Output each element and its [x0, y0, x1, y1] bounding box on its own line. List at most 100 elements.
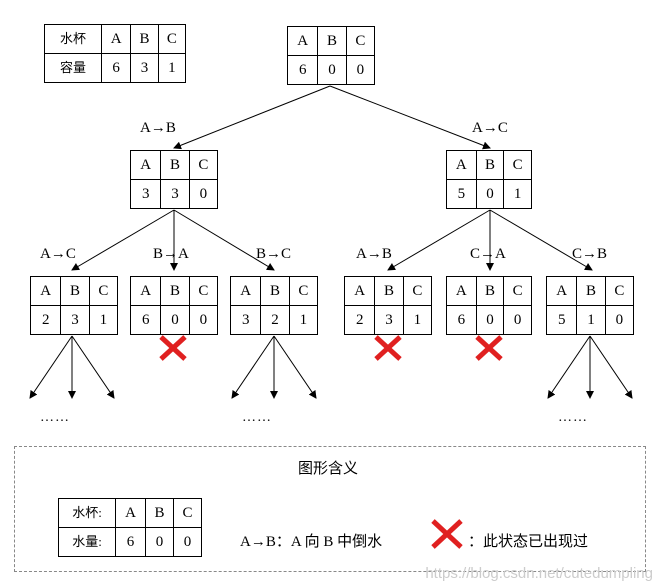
col-a: A: [545, 276, 578, 306]
val-c: 0: [345, 55, 376, 85]
val-a: 3: [129, 179, 162, 209]
col-b: B: [317, 26, 347, 56]
col-b: B: [160, 276, 190, 306]
val-a: 3: [229, 305, 262, 335]
val-c: 0: [604, 305, 635, 335]
capacity-table: 水杯 A B C 容量 6 3 1: [44, 24, 187, 83]
legend-pour-text: A→B：A 向 B 中倒水: [240, 534, 383, 550]
col-c: C: [345, 26, 376, 56]
capacity-a: 6: [100, 53, 132, 83]
legend-table-header-c: C: [173, 498, 202, 528]
edge-root-l1-right: [329, 85, 491, 150]
label-l2-3: B→C: [256, 246, 292, 262]
ellipsis-middle: ……: [242, 410, 272, 425]
repeat-cross-icon: [159, 335, 187, 361]
val-b: 0: [475, 179, 505, 209]
val-a: 2: [29, 305, 62, 335]
label-l2-4: A→B: [356, 246, 392, 262]
col-a: A: [446, 276, 477, 306]
legend-table-header-a: A: [114, 498, 147, 528]
col-b: B: [475, 276, 505, 306]
legend-table: 水杯: A B C 水量: 6 0 0: [58, 498, 202, 557]
col-a: A: [343, 276, 376, 306]
col-c: C: [402, 276, 433, 306]
legend-box: [14, 446, 646, 572]
col-a: A: [446, 150, 477, 180]
col-a: A: [29, 276, 62, 306]
val-b: 2: [260, 305, 290, 335]
val-a: 6: [129, 305, 162, 335]
val-c: 1: [88, 305, 119, 335]
fan-l2-6-c: [589, 335, 633, 399]
legend-table-b: 0: [145, 527, 175, 557]
col-b: B: [374, 276, 404, 306]
fan-l2-1-c: [71, 335, 115, 399]
col-c: C: [503, 150, 532, 180]
val-c: 0: [188, 305, 219, 335]
legend-table-header-b: B: [145, 498, 175, 528]
col-c: C: [188, 150, 219, 180]
col-c: C: [188, 276, 219, 306]
val-b: 3: [60, 305, 90, 335]
col-c: C: [288, 276, 319, 306]
col-b: B: [576, 276, 606, 306]
fan-l2-1-a: [29, 335, 73, 399]
val-c: 1: [503, 179, 532, 209]
fan-l2-3-a: [231, 335, 275, 399]
fan-l2-6-a: [547, 335, 591, 399]
repeat-cross-icon: [475, 335, 503, 361]
capacity-c: 1: [157, 53, 187, 83]
legend-table-c: 0: [173, 527, 202, 557]
val-b: 3: [374, 305, 404, 335]
val-b: 1: [576, 305, 606, 335]
label-l2-1: A→C: [40, 246, 76, 262]
legend-title: 图形含义: [298, 461, 359, 477]
val-b: 0: [317, 55, 347, 85]
label-l2-6: C→B: [572, 246, 608, 262]
label-l2-2: B→A: [153, 246, 189, 262]
capacity-header-label: 水杯: [44, 24, 102, 54]
label-l1-left: A→B: [140, 120, 176, 136]
legend-table-a: 6: [114, 527, 147, 557]
ellipsis-right: ……: [558, 410, 588, 425]
fan-l2-3-c: [273, 335, 317, 399]
val-a: 5: [545, 305, 578, 335]
val-b: 3: [160, 179, 190, 209]
capacity-header-a: A: [100, 24, 132, 54]
val-c: 1: [288, 305, 319, 335]
val-a: 2: [343, 305, 376, 335]
col-c: C: [88, 276, 119, 306]
val-a: 5: [446, 179, 477, 209]
col-a: A: [229, 276, 262, 306]
label-l2-5: C→A: [470, 246, 506, 262]
capacity-header-c: C: [157, 24, 187, 54]
col-a: A: [286, 26, 319, 56]
repeat-cross-icon: [374, 335, 402, 361]
val-c: 1: [402, 305, 433, 335]
val-a: 6: [446, 305, 477, 335]
val-b: 0: [160, 305, 190, 335]
watermark: https://blog.csdn.net/cutedumpling: [425, 565, 653, 582]
val-a: 6: [286, 55, 319, 85]
capacity-header-b: B: [130, 24, 159, 54]
edge-l1r-l2-4: [387, 209, 491, 271]
edge-l1r-l2-6: [489, 209, 593, 271]
val-b: 0: [475, 305, 505, 335]
edge-l1l-l2-1: [71, 209, 175, 271]
legend-table-header-label: 水杯:: [58, 498, 116, 528]
legend-repeat-text: ：此状态已出现过: [468, 534, 589, 550]
col-c: C: [604, 276, 635, 306]
col-b: B: [475, 150, 505, 180]
val-c: 0: [503, 305, 532, 335]
label-l1-right: A→C: [472, 120, 508, 136]
